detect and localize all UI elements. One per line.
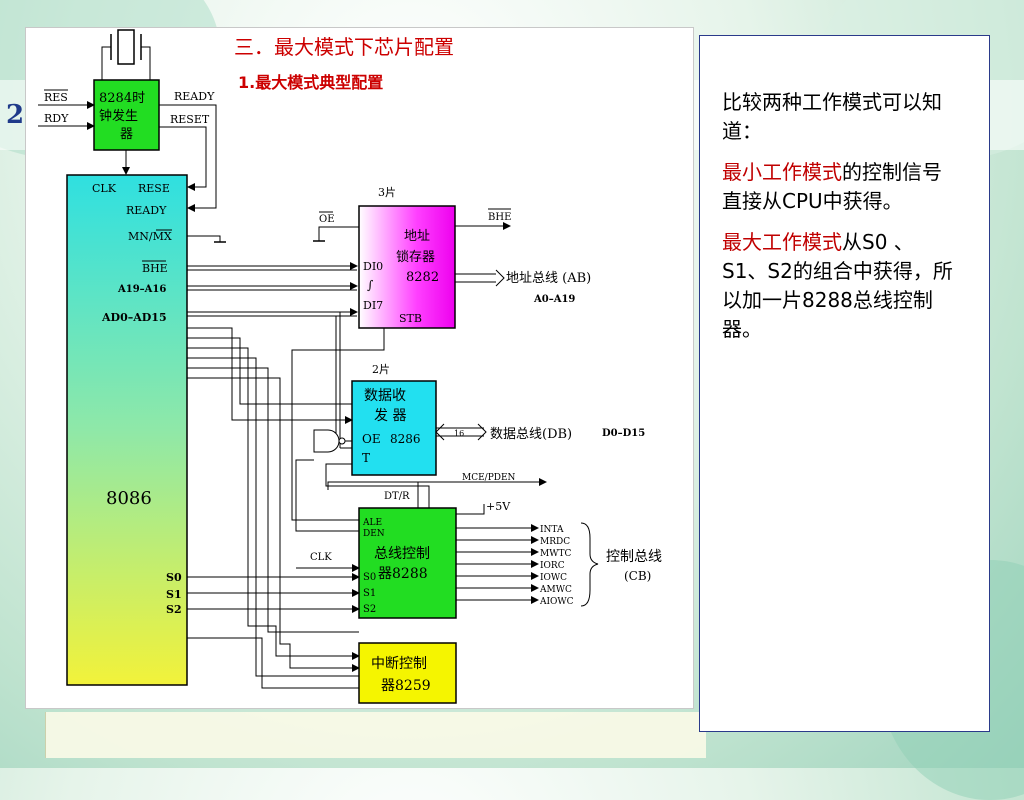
latch-oe: OE <box>319 214 335 225</box>
diagram-subtitle: 1.最大模式典型配置 <box>238 73 383 92</box>
output-amwc: AMWC <box>539 585 572 595</box>
ready-out-label: READY <box>174 90 215 103</box>
control-bus-abbr: (CB) <box>624 569 651 583</box>
latch-bhe-out: BHE <box>488 212 511 223</box>
data-bus-width: 16 <box>454 429 464 438</box>
bus-controller-8288 <box>358 507 457 619</box>
output-inta: INTA <box>540 525 564 535</box>
vcc-label: +5V <box>486 500 511 513</box>
reset-out-label: RESET <box>170 113 210 126</box>
transceiver-label: 发 器 <box>374 408 406 424</box>
latch-label: 8282 <box>406 270 439 285</box>
cpu-reset-pin: RESE <box>138 182 170 195</box>
diagram-title: 三．最大模式下芯片配置 <box>234 35 454 59</box>
cpu-mnmx-pin: MN/MX <box>128 230 172 243</box>
clock-gen-label: 8284时 <box>99 91 145 106</box>
latch-tilde: ∫ <box>367 278 374 292</box>
dtr-label: DT/R <box>384 491 410 502</box>
data-transceiver-8286 <box>351 380 437 476</box>
transceiver-oe: OE <box>362 432 381 446</box>
output-aiowc: AIOWC <box>539 597 574 607</box>
latch-stb: STB <box>399 312 422 325</box>
rdy-label: RDY <box>44 112 69 125</box>
control-lines <box>187 327 385 689</box>
mce-label: MCE/PDEN <box>462 473 516 483</box>
min-mode-text: 的控制信号直接从CPU中获得。 <box>722 160 942 213</box>
max-mode-diagram: 三．最大模式下芯片配置 1.最大模式典型配置 8284时 钟发生 器 RES R… <box>38 29 662 704</box>
clk-label: CLK <box>310 552 332 563</box>
latch-di0: DI0 <box>363 260 383 273</box>
inverter-gate <box>313 429 352 453</box>
interrupt-controller-8259 <box>358 642 457 704</box>
slide-number: 2 <box>6 100 25 130</box>
bus-ctrl-label: 总线控制 <box>374 546 430 562</box>
notes-panel: 比较两种工作模式可以知道： 最小工作模式的控制信号直接从CPU中获得。 最大工作… <box>699 35 990 732</box>
bus-ctrl-s2: S2 <box>363 604 376 615</box>
int-ctrl-label: 器8259 <box>381 678 431 694</box>
status-lines <box>187 573 360 613</box>
notes-min-mode: 最小工作模式的控制信号直接从CPU中获得。 <box>700 158 989 216</box>
address-lines <box>187 262 358 448</box>
background-card <box>45 712 706 758</box>
cpu-s0-pin: S0 <box>166 571 182 584</box>
clock-gen-label: 钟发生 <box>99 108 138 124</box>
bus-ctrl-s1: S1 <box>363 588 376 599</box>
bus-ctrl-s0: S0 <box>363 572 376 583</box>
clock-gen-label: 器 <box>120 127 133 142</box>
notes-max-mode: 最大工作模式从S0 、S1、S2的组合中获得，所以加一片8288总线控制器。 <box>700 228 989 344</box>
address-bus-range: A0–A19 <box>533 294 575 305</box>
max-mode-text: 从S0 、S1、S2的组合中获得，所以加一片8288总线控制器。 <box>722 230 953 341</box>
diagram-panel: 三．最大模式下芯片配置 1.最大模式典型配置 8284时 钟发生 器 RES R… <box>25 27 694 709</box>
transceiver-t: T <box>362 451 370 465</box>
crystal-icon <box>101 29 151 80</box>
notes-intro: 比较两种工作模式可以知道： <box>722 90 942 143</box>
output-mrdc: MRDC <box>540 537 570 547</box>
min-mode-highlight: 最小工作模式 <box>722 160 842 184</box>
control-bus-label: 控制总线 <box>606 549 662 565</box>
address-bus-label: 地址总线 (AB) <box>506 271 591 286</box>
transceiver-label: 数据收 <box>364 388 406 404</box>
cpu-s2-pin: S2 <box>166 603 182 616</box>
cpu-ready-pin: READY <box>126 204 167 217</box>
max-mode-highlight: 最大工作模式 <box>722 230 842 254</box>
control-bus-brace <box>580 522 599 607</box>
latch-label: 锁存器 <box>396 249 435 265</box>
latch-count: 3片 <box>378 186 396 199</box>
latch-di7: DI7 <box>363 299 383 312</box>
output-iowc: IOWC <box>540 573 567 583</box>
output-iorc: IORC <box>540 561 565 571</box>
cpu-clk-pin: CLK <box>92 182 117 195</box>
cpu-name: 8086 <box>106 488 152 509</box>
cpu-s1-pin: S1 <box>166 588 182 601</box>
ale-pin: ALE <box>362 518 382 528</box>
cpu-bhe-pin: BHE <box>142 262 168 275</box>
output-mwtc: MWTC <box>540 549 571 559</box>
transceiver-model: 8286 <box>390 432 421 446</box>
den-pin: DEN <box>363 529 385 539</box>
data-bus-range: D0–D15 <box>602 428 645 439</box>
cpu-addr-pin: A19–A16 <box>117 284 166 295</box>
control-outputs <box>456 524 539 604</box>
bus-ctrl-label: 器8288 <box>378 566 428 582</box>
int-ctrl-label: 中断控制 <box>371 656 427 672</box>
latch-label: 地址 <box>404 229 430 244</box>
cpu-8086 <box>66 174 188 686</box>
res-label: RES <box>44 91 68 104</box>
cpu-ad-pin: AD0–AD15 <box>101 311 167 324</box>
transceiver-count: 2片 <box>372 363 390 376</box>
data-bus-label: 数据总线(DB) <box>490 427 572 442</box>
address-latch-8282 <box>358 205 456 329</box>
